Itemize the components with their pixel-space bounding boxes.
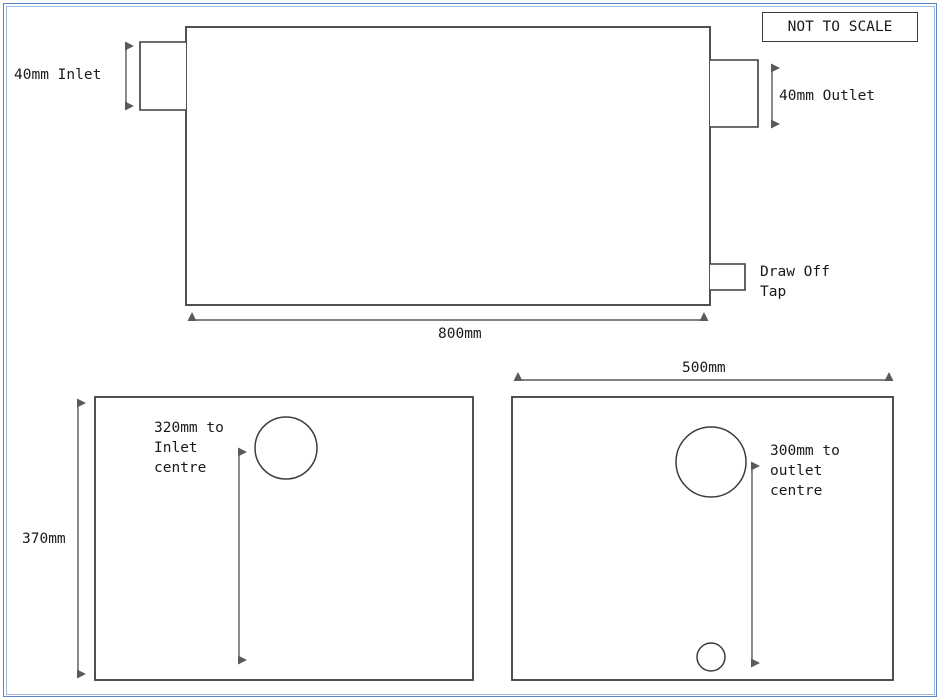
inlet-centre-label-line2: Inlet — [154, 440, 198, 456]
tank-body-side — [185, 26, 711, 306]
draw-off-tap-stub — [710, 263, 746, 291]
outlet-hole — [675, 426, 747, 498]
inlet-centre-label-line1: 320mm to — [154, 420, 224, 436]
tank-width-label: 500mm — [682, 360, 726, 376]
draw-off-tap-label-line1: Draw Off — [760, 264, 830, 280]
inlet-centre-label-line3: centre — [154, 460, 207, 476]
outlet-end-view-group — [511, 372, 894, 681]
outlet-size-label: 40mm Outlet — [779, 88, 876, 104]
not-to-scale-label: NOT TO SCALE — [787, 19, 893, 35]
draw-off-tap-label-line2: Tap — [760, 284, 787, 300]
side-elevation-group — [125, 26, 780, 321]
outlet-centre-label-line2: outlet — [770, 463, 823, 479]
tank-length-label: 800mm — [438, 326, 482, 342]
not-to-scale-box: NOT TO SCALE — [762, 12, 918, 42]
inlet-stub — [139, 41, 186, 111]
tank-height-label: 370mm — [22, 531, 66, 547]
outlet-stub — [710, 59, 759, 128]
draw-off-tap-hole — [696, 642, 726, 672]
inlet-end-view-group — [77, 396, 474, 681]
inlet-size-label: 40mm Inlet — [14, 67, 102, 83]
inlet-hole — [254, 416, 318, 480]
outlet-centre-label-line3: centre — [770, 483, 823, 499]
outlet-centre-label-line1: 300mm to — [770, 443, 840, 459]
